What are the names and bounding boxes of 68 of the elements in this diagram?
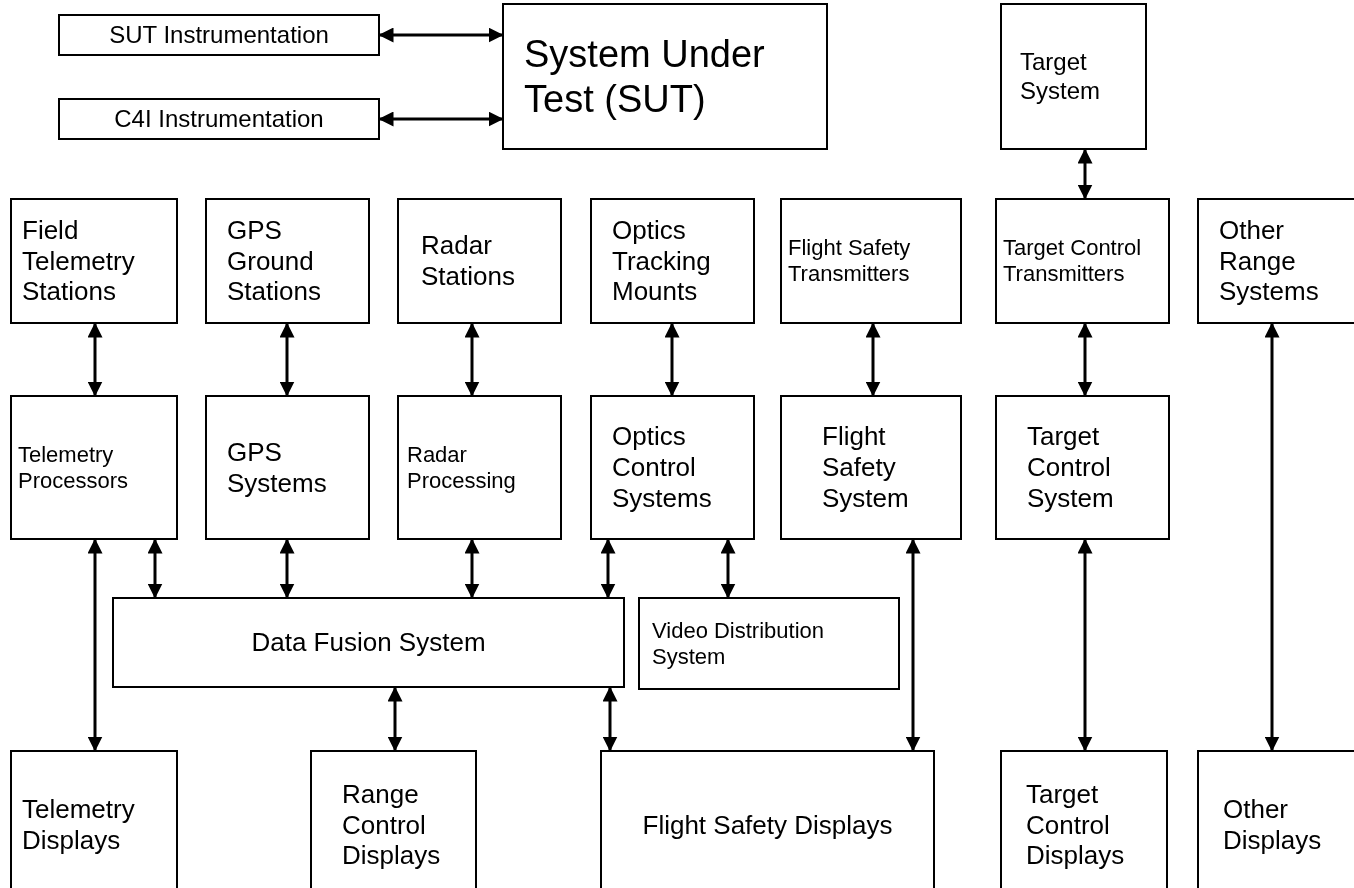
process-box [10, 198, 178, 324]
process-box [310, 750, 477, 888]
process-box [205, 198, 370, 324]
process-box [590, 198, 755, 324]
process-box [1197, 750, 1354, 888]
process-box [397, 395, 562, 540]
process-box [1000, 750, 1168, 888]
double-arrow [720, 538, 736, 599]
box-label: System Under Test (SUT) [524, 31, 766, 122]
box-label: GPS Ground Stations [227, 215, 322, 307]
double-arrow [378, 27, 504, 43]
process-box [1000, 3, 1147, 150]
double-arrow [87, 538, 103, 752]
process-box [590, 395, 755, 540]
double-arrow [865, 322, 881, 397]
double-arrow [1077, 148, 1093, 200]
box-label: Video Distribution System [652, 617, 826, 670]
process-box [995, 395, 1170, 540]
double-arrow [464, 322, 480, 397]
process-box [397, 198, 562, 324]
double-arrow [905, 538, 921, 752]
box-label: GPS Systems [227, 436, 328, 499]
box-label: Optics Tracking Mounts [612, 215, 712, 307]
box-label: Telemetry Processors [18, 441, 130, 494]
box-label: Flight Safety System [822, 421, 910, 514]
double-arrow [464, 538, 480, 599]
process-box [58, 98, 380, 140]
process-box [502, 3, 828, 150]
process-box [995, 198, 1170, 324]
process-box [600, 750, 935, 888]
process-box [638, 597, 900, 690]
process-box [1197, 198, 1354, 324]
process-box [58, 14, 380, 56]
process-box [10, 750, 178, 888]
box-label: Target Control System [1027, 421, 1115, 514]
double-arrow [87, 322, 103, 397]
box-label: Other Range Systems [1219, 215, 1320, 307]
double-arrow [664, 322, 680, 397]
process-box [780, 198, 962, 324]
box-label: SUT Instrumentation [109, 20, 329, 50]
process-box [780, 395, 962, 540]
box-label: Radar Processing [407, 441, 517, 494]
box-label: Optics Control Systems [612, 421, 713, 514]
box-label: Target Control Transmitters [1003, 235, 1143, 287]
box-label: Telemetry Displays [22, 794, 136, 856]
box-label: Range Control Displays [342, 779, 442, 871]
process-box [10, 395, 178, 540]
double-arrow [602, 686, 618, 752]
double-arrow [600, 538, 616, 599]
box-label: Target Control Displays [1026, 779, 1126, 871]
double-arrow [1077, 322, 1093, 397]
double-arrow [279, 322, 295, 397]
box-label: Target System [1020, 48, 1101, 105]
process-box [205, 395, 370, 540]
double-arrow [387, 686, 403, 752]
double-arrow [279, 538, 295, 599]
box-label: Radar Stations [421, 230, 516, 292]
box-label: Other Displays [1223, 794, 1323, 856]
double-arrow [1077, 538, 1093, 752]
box-label: C4I Instrumentation [114, 104, 324, 134]
process-box [112, 597, 625, 688]
double-arrow [147, 538, 163, 599]
box-label: Flight Safety Transmitters [788, 235, 912, 287]
double-arrow [1264, 322, 1280, 752]
box-label: Data Fusion System [251, 627, 486, 658]
double-arrow [378, 111, 504, 127]
box-label: Field Telemetry Stations [22, 215, 136, 307]
box-label: Flight Safety Displays [642, 809, 893, 841]
